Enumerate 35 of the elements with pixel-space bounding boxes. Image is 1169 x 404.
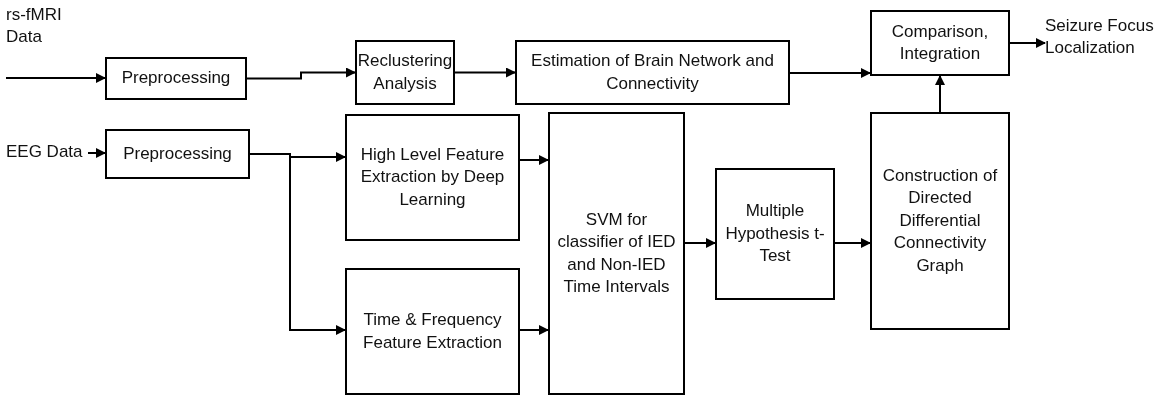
box-text: High Level Feature Extraction by Deep Learning [359, 143, 506, 211]
arrow [684, 238, 716, 248]
text-label: EEG Data [6, 141, 88, 165]
arrow [834, 238, 871, 248]
box-text: Comparison, Integration [890, 20, 990, 65]
box-text: Preprocessing [121, 67, 231, 90]
process-box [870, 112, 1010, 330]
arrow [519, 325, 549, 335]
box-text: Time & Frequency Feature Extraction [362, 309, 503, 354]
process-box [105, 57, 247, 100]
arrow [935, 75, 945, 113]
process-box [355, 40, 455, 105]
arrow [519, 155, 549, 165]
arrow [5, 73, 106, 83]
process-box [548, 112, 685, 395]
process-box [870, 10, 1010, 76]
box-text: Construction of Directed Differential Connectivity Graph [881, 164, 999, 277]
box-text: Multiple Hypothesis t-Test [724, 200, 826, 268]
arrow [249, 153, 346, 335]
process-box [345, 268, 520, 395]
text-label: Seizure Focus Localization [1045, 15, 1165, 71]
process-box [105, 129, 250, 179]
box-text: Reclustering Analysis [357, 50, 453, 95]
process-box [715, 168, 835, 300]
box-text: SVM for classifier of IED and Non-IED Time Intervals [556, 208, 677, 298]
process-box [345, 114, 520, 241]
arrow [1009, 38, 1046, 48]
arrow [454, 67, 516, 78]
box-text: Estimation of Brain Network and Connectivity [530, 50, 775, 95]
arrow [789, 68, 871, 78]
process-box [515, 40, 790, 105]
arrow [246, 67, 356, 80]
arrow [87, 148, 106, 158]
box-text: Preprocessing [123, 142, 232, 165]
text-label: rs-fMRI Data [6, 4, 86, 78]
